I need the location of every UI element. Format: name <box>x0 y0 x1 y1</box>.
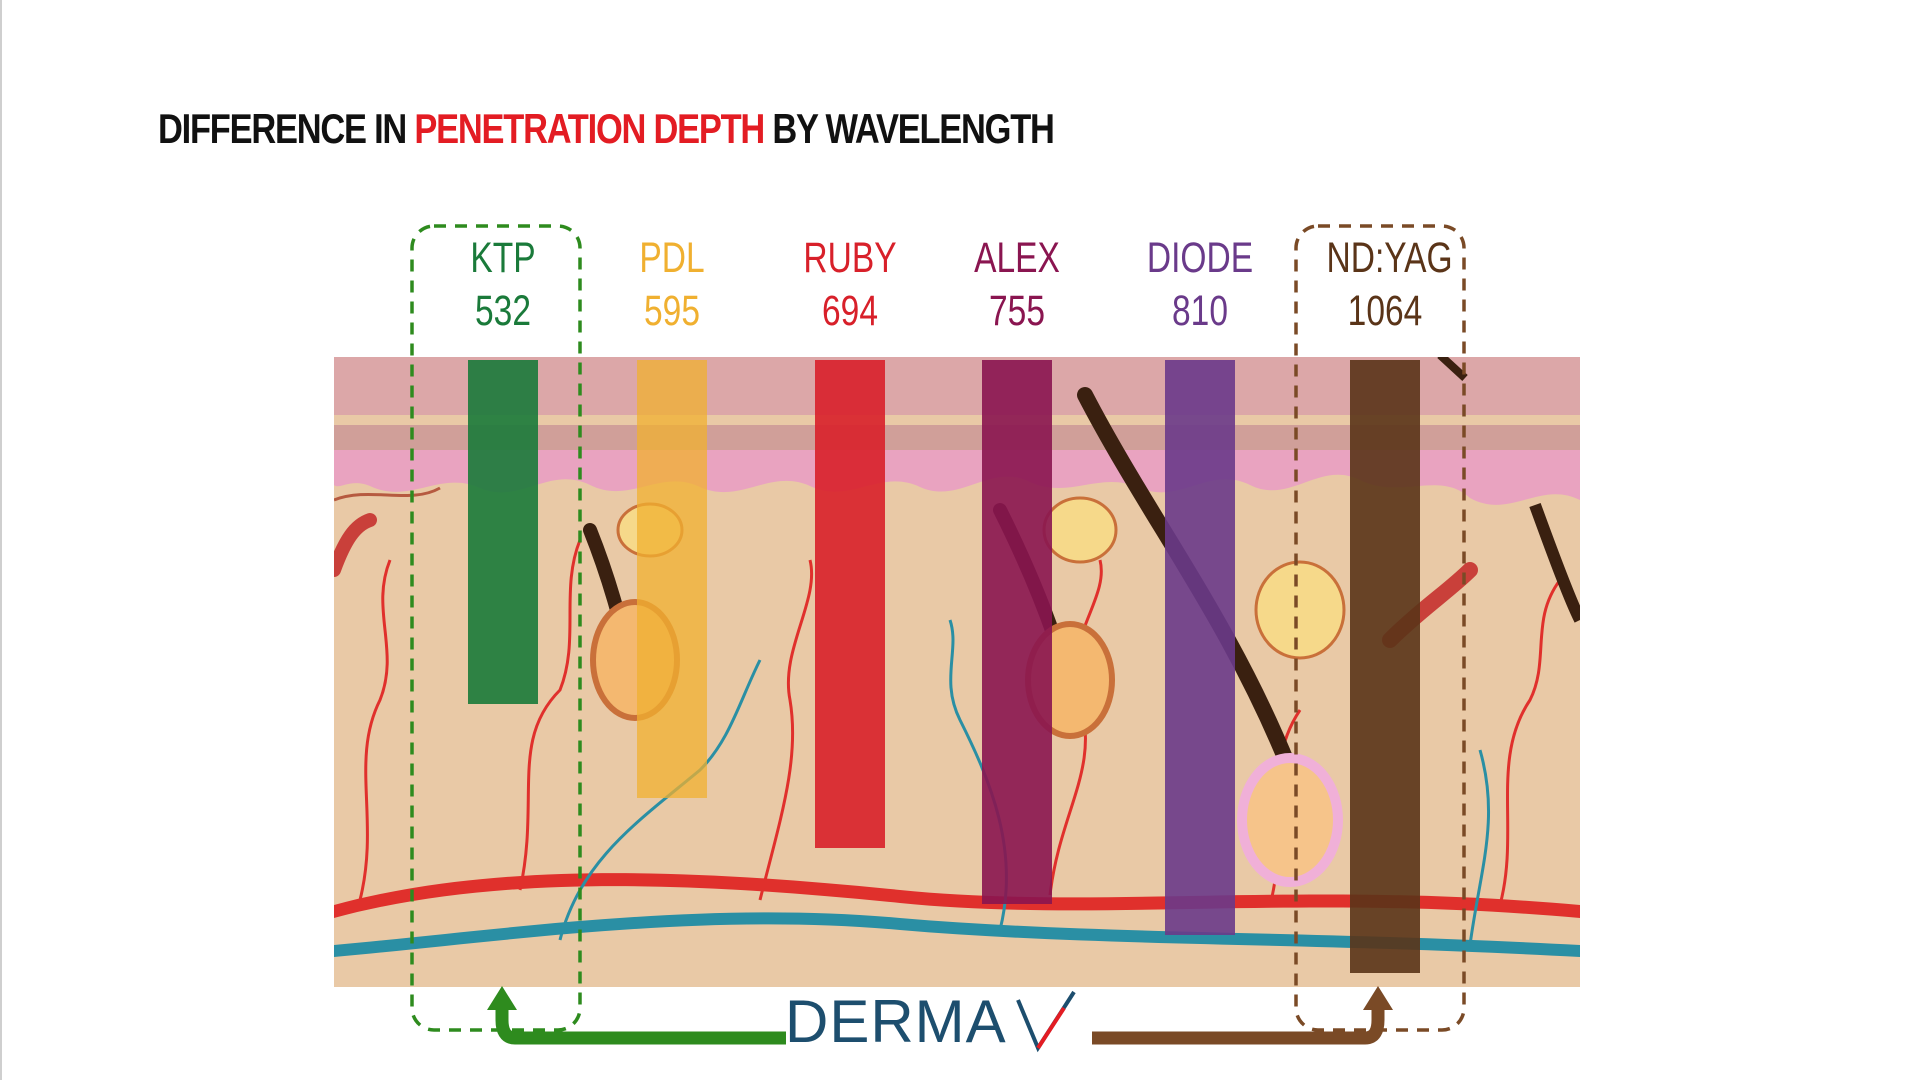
arrector-muscle-left <box>334 513 377 577</box>
alex-label: ALEX 755 <box>959 232 1076 338</box>
sebaceous-gland-middle <box>1042 496 1118 564</box>
alex-name: ALEX <box>974 234 1060 282</box>
sebaceous-gland-right <box>1254 560 1346 660</box>
green-arrow-head-icon <box>487 986 517 1010</box>
dermal-junction-line <box>334 486 441 502</box>
title-highlight: PENETRATION DEPTH <box>414 105 765 152</box>
ruby-wavelength: 694 <box>822 287 878 335</box>
title-part-1: DIFFERENCE IN <box>158 105 415 152</box>
brown-arrow-line <box>1092 1005 1385 1045</box>
ktp-highlight-box <box>410 224 582 1032</box>
ktp-name: KTP <box>470 234 536 282</box>
vein-vessel <box>334 912 1580 957</box>
ktp-label: KTP 532 <box>445 232 562 338</box>
pdl-wavelength: 595 <box>644 287 700 335</box>
page-title: DIFFERENCE IN PENETRATION DEPTH BY WAVEL… <box>158 105 1055 153</box>
ruby-name: RUBY <box>803 234 897 282</box>
ruby-penetration-bar <box>815 360 885 848</box>
ndyag-penetration-bar <box>1350 360 1420 973</box>
pdl-label: PDL 595 <box>614 232 731 338</box>
checkmark-v-icon <box>1016 990 1076 1053</box>
page-left-border <box>0 0 2 1080</box>
diode-penetration-bar <box>1165 360 1235 935</box>
pdl-penetration-bar <box>637 360 707 798</box>
ndyag-wavelength: 1064 <box>1347 287 1423 335</box>
brown-arrow-head-icon <box>1363 986 1393 1010</box>
diode-name: DIODE <box>1146 234 1254 282</box>
green-arrow-line <box>495 1005 786 1045</box>
brand-name: DERMA <box>785 988 1007 1055</box>
hair-shaft-edge <box>1529 502 1580 623</box>
artery-vessel <box>334 873 1580 918</box>
title-part-2: BY WAVELENGTH <box>764 105 1054 152</box>
alex-penetration-bar <box>982 360 1052 904</box>
ndyag-name: ND:YAG <box>1326 234 1453 282</box>
diode-label: DIODE 810 <box>1142 232 1259 338</box>
laser-penetration-bars <box>468 360 1420 973</box>
ndyag-label: ND:YAG 1064 <box>1326 232 1453 338</box>
diode-wavelength: 810 <box>1172 287 1228 335</box>
pdl-name: PDL <box>639 234 705 282</box>
ktp-wavelength: 532 <box>475 287 531 335</box>
alex-wavelength: 755 <box>989 287 1045 335</box>
ruby-label: RUBY 694 <box>792 232 909 338</box>
ktp-penetration-bar <box>468 360 538 704</box>
hair-tip <box>1437 357 1468 381</box>
